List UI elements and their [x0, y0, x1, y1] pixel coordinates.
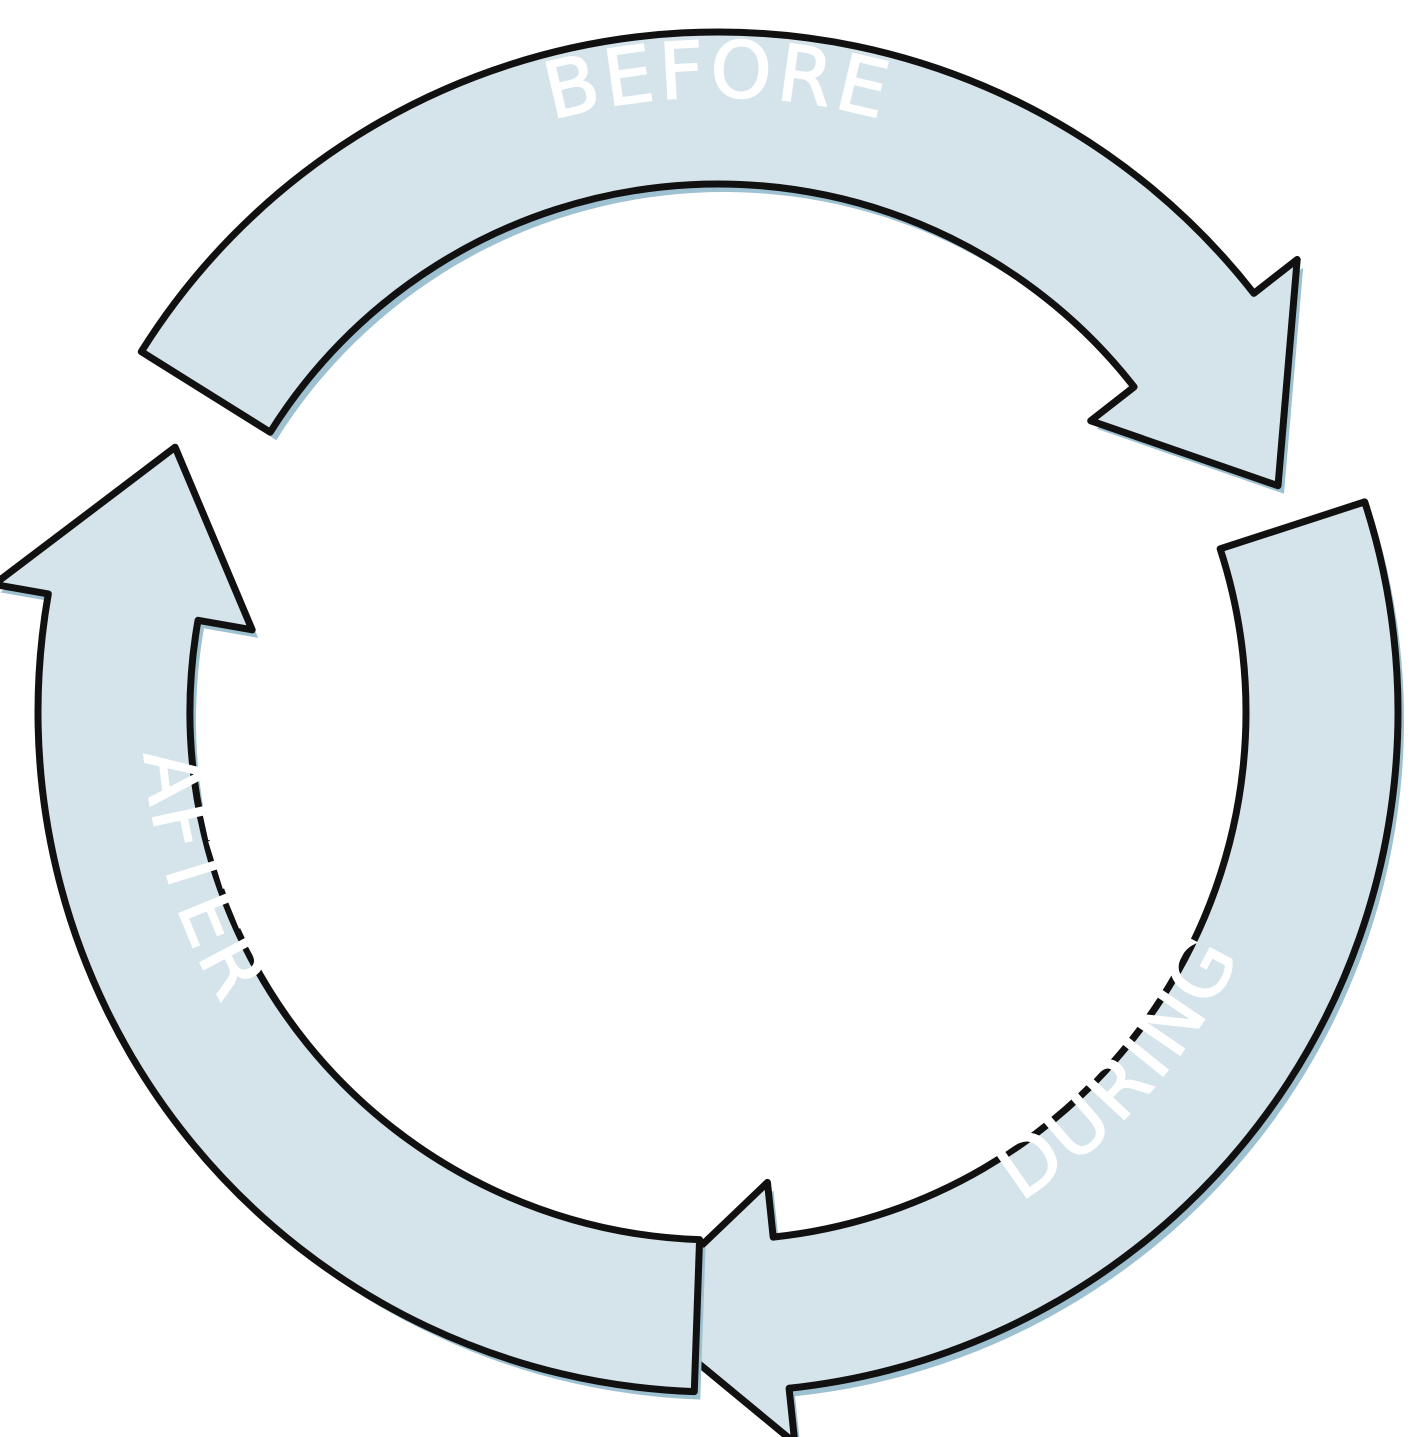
arrow-after [0, 443, 704, 1396]
arrow-before [137, 28, 1301, 490]
arrow-during [630, 498, 1402, 1437]
